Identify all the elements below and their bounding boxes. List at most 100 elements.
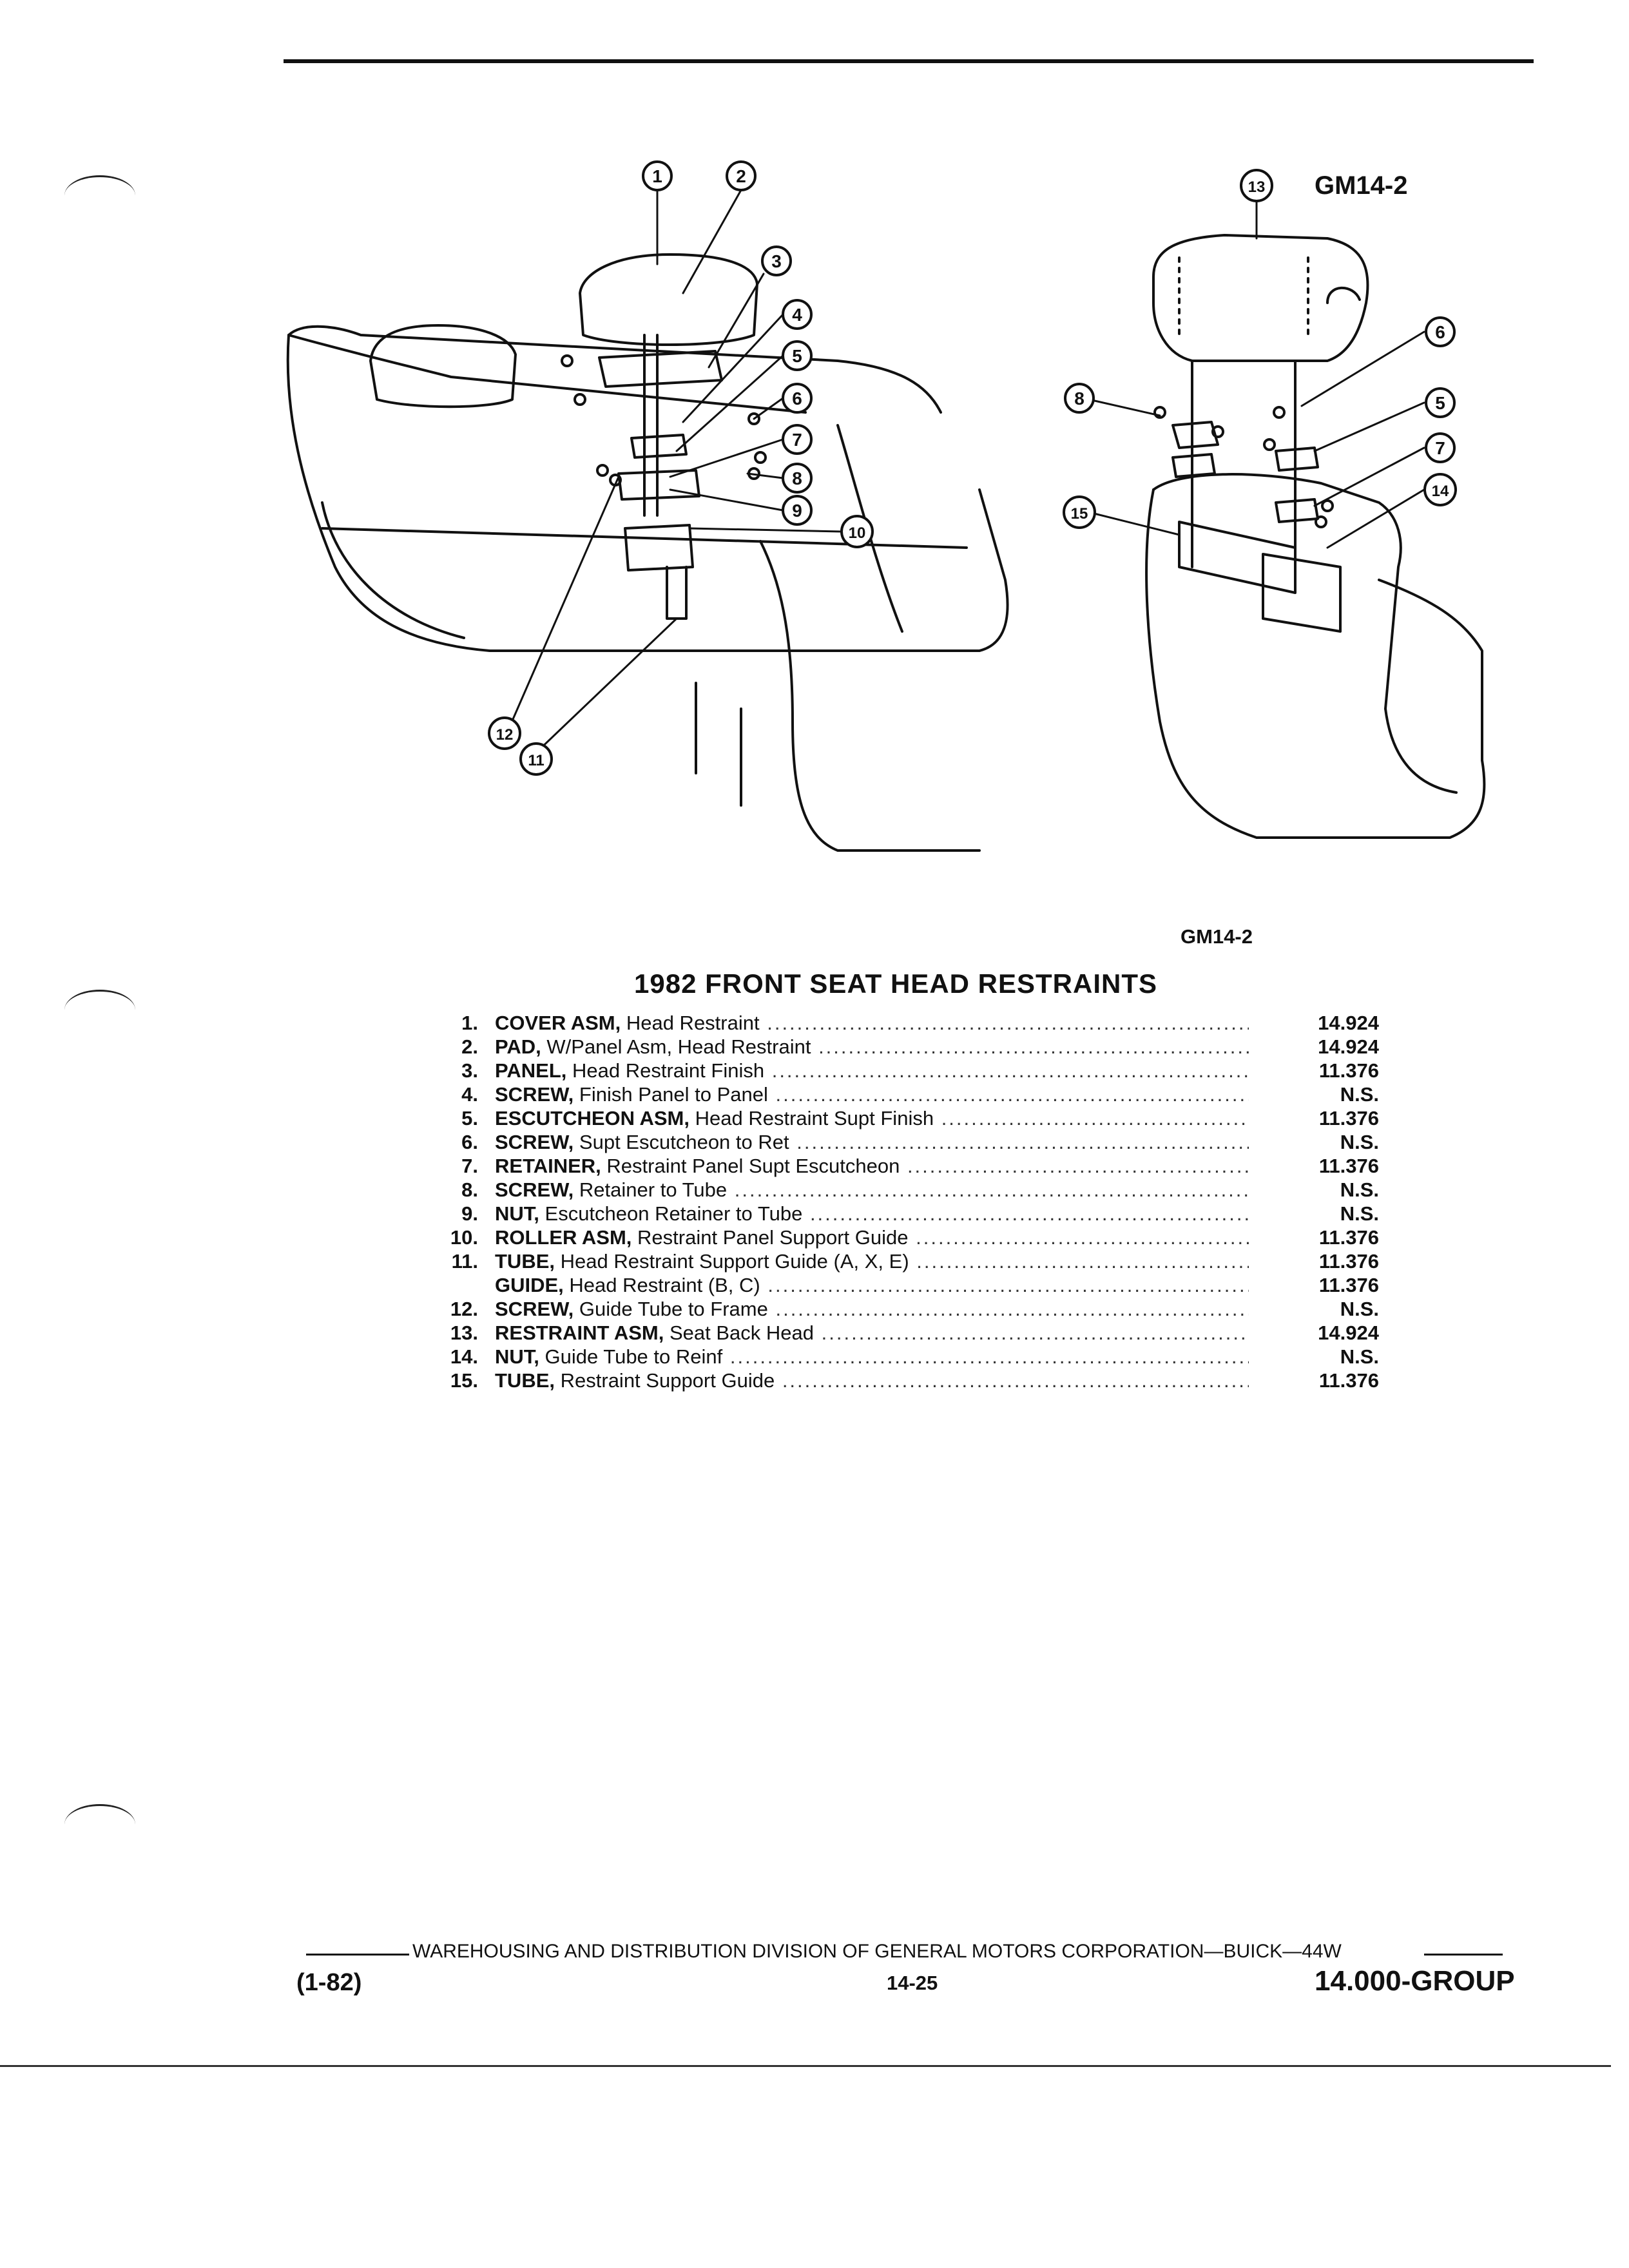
parts-row: 5.ESCUTCHEON ASM, Head Restraint Supt Fi… [0,1107,1629,1130]
part-detail: Escutcheon Retainer to Tube [545,1202,803,1225]
part-detail: Head Restraint (B, C) [569,1274,760,1296]
svg-text:6: 6 [792,389,802,408]
svg-text:14: 14 [1432,483,1449,500]
part-number: 9. [461,1202,478,1225]
parts-row: 9. NUT, Escutcheon Retainer to Tube .....… [0,1202,1629,1225]
svg-text:8: 8 [1074,389,1084,408]
callout-8: 8 [782,463,813,494]
callout-7: 7 [782,424,813,455]
parts-row: 1.COVER ASM, Head Restraint ............… [0,1012,1629,1035]
callout-15: 15 [1063,495,1096,529]
parts-row: 6. SCREW, Supt Escutcheon to Ret ........… [0,1131,1629,1154]
dot-leader: ........................................… [916,1250,1249,1273]
part-description: SCREW, Supt Escutcheon to Ret ..........… [495,1131,1249,1154]
dot-leader: ........................................… [818,1035,1249,1058]
parts-row: 10.ROLLER ASM, Restraint Panel Support G… [0,1226,1629,1249]
part-detail: Head Restraint Finish [572,1059,765,1082]
svg-text:7: 7 [792,430,802,450]
svg-text:3: 3 [771,251,782,271]
figure-tag-top: GM14-2 [1315,171,1408,200]
dot-leader: ........................................… [916,1226,1249,1249]
parts-row: 13.RESTRAINT ASM, Seat Back Head .......… [0,1321,1629,1345]
part-detail: Restraint Panel Support Guide [637,1226,909,1249]
dot-leader: ........................................… [767,1274,1249,1296]
part-group-number: 14.924 [1318,1012,1379,1034]
part-group-number: 14.924 [1318,1035,1379,1058]
part-number: 7. [461,1155,478,1177]
svg-text:13: 13 [1248,178,1266,196]
callout-10: 10 [840,515,874,548]
dot-leader: ........................................… [729,1345,1249,1368]
part-name: SCREW, [495,1131,574,1153]
callout-7-right: 7 [1425,432,1456,463]
parts-row: 8.SCREW, Retainer to Tube ..............… [0,1178,1629,1202]
bucket-seat-drawing [1145,234,1486,839]
part-description: TUBE, Head Restraint Support Guide (A, X… [495,1250,1249,1273]
part-group-number: 11.376 [1318,1274,1379,1296]
svg-text:1: 1 [652,166,662,186]
callout-5: 5 [782,340,813,371]
part-detail: Head Restraint Support Guide (A, X, E) [560,1250,909,1273]
footer-rule-right [1424,1954,1503,1956]
parts-row: 11.TUBE, Head Restraint Support Guide (A… [0,1250,1629,1273]
callout-3: 3 [761,245,792,276]
part-number: 3. [461,1059,478,1082]
head-restraint-illustration: 1 2 3 4 5 6 7 8 9 10 11 12 13 6 8 5 7 15… [286,160,1486,852]
part-detail: Restraint Support Guide [560,1369,775,1392]
part-number: 15. [450,1369,478,1392]
part-name: SCREW, [495,1298,574,1320]
part-detail: Restraint Panel Supt Escutcheon [606,1155,900,1177]
part-description: SCREW, Finish Panel to Panel ...........… [495,1083,1249,1106]
footer-rule-left [306,1954,409,1956]
footer-page-number: 14-25 [887,1972,938,1994]
part-group-number: 11.376 [1318,1059,1379,1082]
parts-row: 4. SCREW, Finish Panel to Panel .........… [0,1083,1629,1106]
svg-text:6: 6 [1435,322,1445,342]
part-description: COVER ASM, Head Restraint ..............… [495,1012,1249,1035]
bottom-scan-rule [0,2065,1611,2067]
part-name: SCREW, [495,1083,574,1106]
part-group-number: N.S. [1340,1202,1379,1225]
part-name: ROLLER ASM, [495,1226,632,1249]
part-number: 4. [461,1083,478,1106]
part-number: 14. [450,1345,478,1368]
parts-row: 14. NUT, Guide Tube to Reinf ............… [0,1345,1629,1369]
part-group-number: 11.376 [1318,1107,1379,1129]
callout-2: 2 [726,160,757,191]
parts-row: 3. PANEL, Head Restraint Finish .........… [0,1059,1629,1082]
part-number: 6. [461,1131,478,1153]
part-name: TUBE, [495,1369,555,1392]
part-description: RESTRAINT ASM, Seat Back Head ..........… [495,1321,1249,1345]
svg-text:2: 2 [736,166,746,186]
dot-leader: ........................................… [734,1178,1249,1201]
svg-text:7: 7 [1435,438,1445,458]
parts-row: 2.PAD, W/Panel Asm, Head Restraint .....… [0,1035,1629,1059]
part-group-number: 11.376 [1318,1250,1379,1273]
part-group-number: N.S. [1340,1178,1379,1201]
dot-leader: ........................................… [941,1107,1249,1129]
scan-mark [64,175,135,216]
part-description: PANEL, Head Restraint Finish ...........… [495,1059,1249,1082]
callout-4: 4 [782,299,813,330]
parts-row: GUIDE, Head Restraint (B, C) ...........… [0,1274,1629,1297]
part-name: TUBE, [495,1250,555,1273]
svg-text:4: 4 [792,305,802,325]
part-name: PAD, [495,1035,541,1058]
parts-row: 7. RETAINER, Restraint Panel Supt Escutch… [0,1155,1629,1178]
part-detail: W/Panel Asm, Head Restraint [546,1035,811,1058]
part-group-number: 11.376 [1318,1226,1379,1249]
part-detail: Retainer to Tube [579,1178,728,1201]
callout-6: 6 [782,383,813,414]
part-description: RETAINER, Restraint Panel Supt Escutcheo… [495,1155,1249,1178]
part-description: NUT, Guide Tube to Reinf ...............… [495,1345,1249,1369]
part-detail: Seat Back Head [669,1321,815,1344]
part-detail: Head Restraint Supt Finish [695,1107,934,1129]
svg-text:11: 11 [528,752,544,769]
part-group-number: N.S. [1340,1298,1379,1320]
callout-11: 11 [519,742,553,776]
page-title: 1982 FRONT SEAT HEAD RESTRAINTS [634,968,1157,999]
part-description: NUT, Escutcheon Retainer to Tube .......… [495,1202,1249,1225]
svg-text:9: 9 [792,501,802,521]
footer-group: 14.000-GROUP [1315,1965,1515,1997]
part-detail: Guide Tube to Frame [579,1298,768,1320]
